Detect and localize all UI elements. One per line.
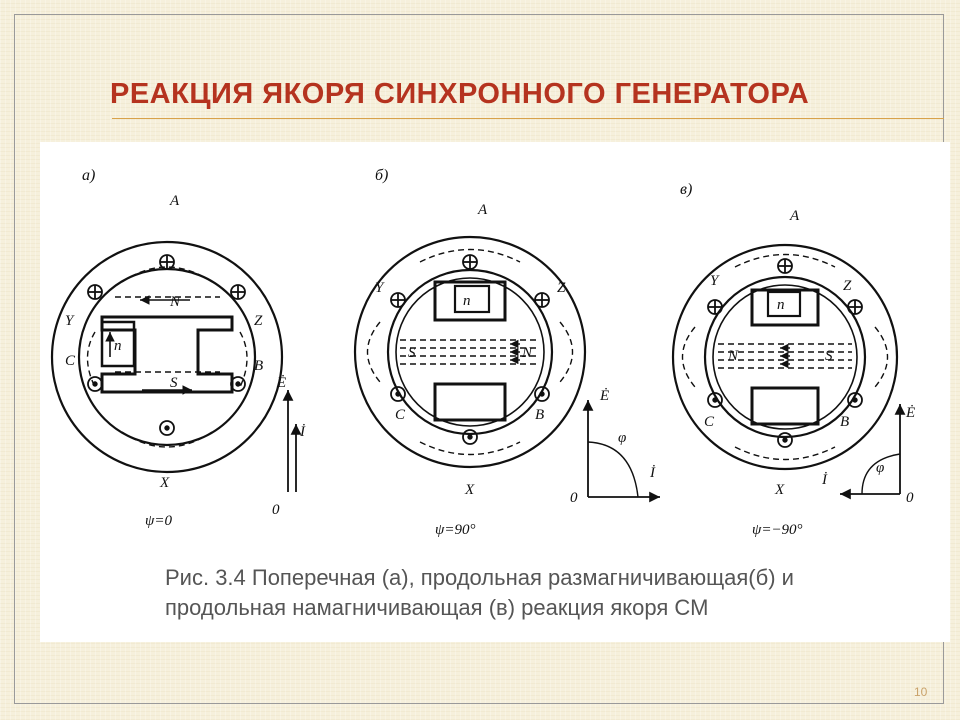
panel-b-pole-s: S [408,345,416,361]
panel-c-pole-n: N [727,348,739,364]
caption-line-2: продольная намагничивающая (в) реакция я… [165,595,709,620]
panel-b-rotor-ring [395,277,545,427]
panel-b-stator-inner [386,268,554,436]
panel-b-phase-c: C [395,407,406,423]
panel-c-phase-x: X [774,482,785,498]
panel-a-pole-s: S [170,375,178,391]
panel-b-phase-b: B [535,407,544,423]
panel-b-phi-arc [587,441,639,498]
panel-a-stator-inner [77,267,257,447]
page-number: 10 [914,685,928,699]
panel-a-rotor [100,315,234,394]
panel-a-conductors [87,254,246,436]
panel-c-phi-arc [861,453,901,495]
panel-b-pole-top [433,280,507,322]
panel-c-i-label: İ [821,472,828,488]
panel-b-n-label: n [463,293,471,309]
panel-c-phase-b: B [840,414,849,430]
panel-a-n-box [100,320,136,368]
panel-c-flux-arrows [780,343,790,369]
panel-c-e-label: Ė [905,405,915,421]
panel-b-n-box [453,284,491,314]
panel-a-phase-y: Y [65,313,75,329]
armature-reaction-diagram: а) [50,167,915,538]
panel-c-phase-c: C [704,414,715,430]
panel-a-pole-n: N [169,294,181,310]
panel-b-phase-y: Y [375,280,385,296]
panel-b-pole-bottom [433,382,507,422]
figure-image: а) [40,142,950,642]
slide-title: РЕАКЦИЯ ЯКОРЯ СИНХРОННОГО ГЕНЕРАТОРА [110,78,810,110]
panel-a-n-label: n [114,338,122,354]
panel-c-stator-inner [703,275,867,439]
caption-line-1: Рис. 3.4 Поперечная (а), продольная разм… [165,565,794,590]
panel-a-label: а) [82,167,95,184]
figure-caption: Рис. 3.4 Поперечная (а), продольная разм… [165,563,925,623]
panel-c-origin: 0 [906,490,914,506]
panel-b-phase-z: Z [557,280,566,296]
panel-b-phi-label: φ [618,430,626,446]
panel-b-flux-lines [366,248,574,456]
panel-b-label: б) [375,167,388,184]
panel-c-flux-lines [681,253,889,461]
panel-a-e-label: Ė [276,375,286,391]
panel-c-n-label: n [777,297,785,313]
panel-a-phase-c: C [65,353,76,369]
panel-b-i-label: İ [649,465,656,481]
panel-b-pole-n: N [521,345,533,361]
panel-b-conductors [390,254,550,445]
panel-a-i-label: İ [299,424,306,440]
panel-c-phase-a: A [789,208,800,224]
panel-a-phase-z: Z [254,313,263,329]
panel-a-phase-x: X [159,475,170,491]
panel-c-stator-outer [671,243,899,471]
panel-a: а) [50,167,306,529]
panel-b: б) [353,167,660,538]
panel-c-n-box [766,290,802,318]
panel-c-angle: ψ=−90° [752,522,803,538]
panel-c-pole-bottom [750,386,820,426]
panel-a-phase-a: A [169,193,180,209]
panel-b-stator-outer [353,235,587,469]
panel-b-phase-x: X [464,482,475,498]
panel-a-origin: 0 [272,502,280,518]
panel-c-conductors [707,258,863,448]
panel-c-phase-y: Y [710,273,720,289]
panel-c-pole-s: S [825,348,833,364]
panel-c-rotor-ring [712,284,858,430]
panel-b-phase-a: A [477,202,488,218]
panel-a-flux-lines [86,266,248,448]
panel-b-flux-arrows [510,339,520,365]
panel-a-phase-b: B [254,358,263,374]
panel-b-e-label: Ė [599,388,609,404]
panel-c-label: в) [680,181,692,198]
title-underline [112,118,944,119]
panel-c-phase-z: Z [843,278,852,294]
panel-a-stator-outer [50,240,284,474]
panel-c: в) [671,181,915,538]
panel-c-phi-label: φ [876,460,884,476]
panel-c-pole-top [750,288,820,327]
panel-a-angle: ψ=0 [145,513,172,529]
panel-b-angle: ψ=90° [435,522,475,538]
panel-b-origin: 0 [570,490,578,506]
